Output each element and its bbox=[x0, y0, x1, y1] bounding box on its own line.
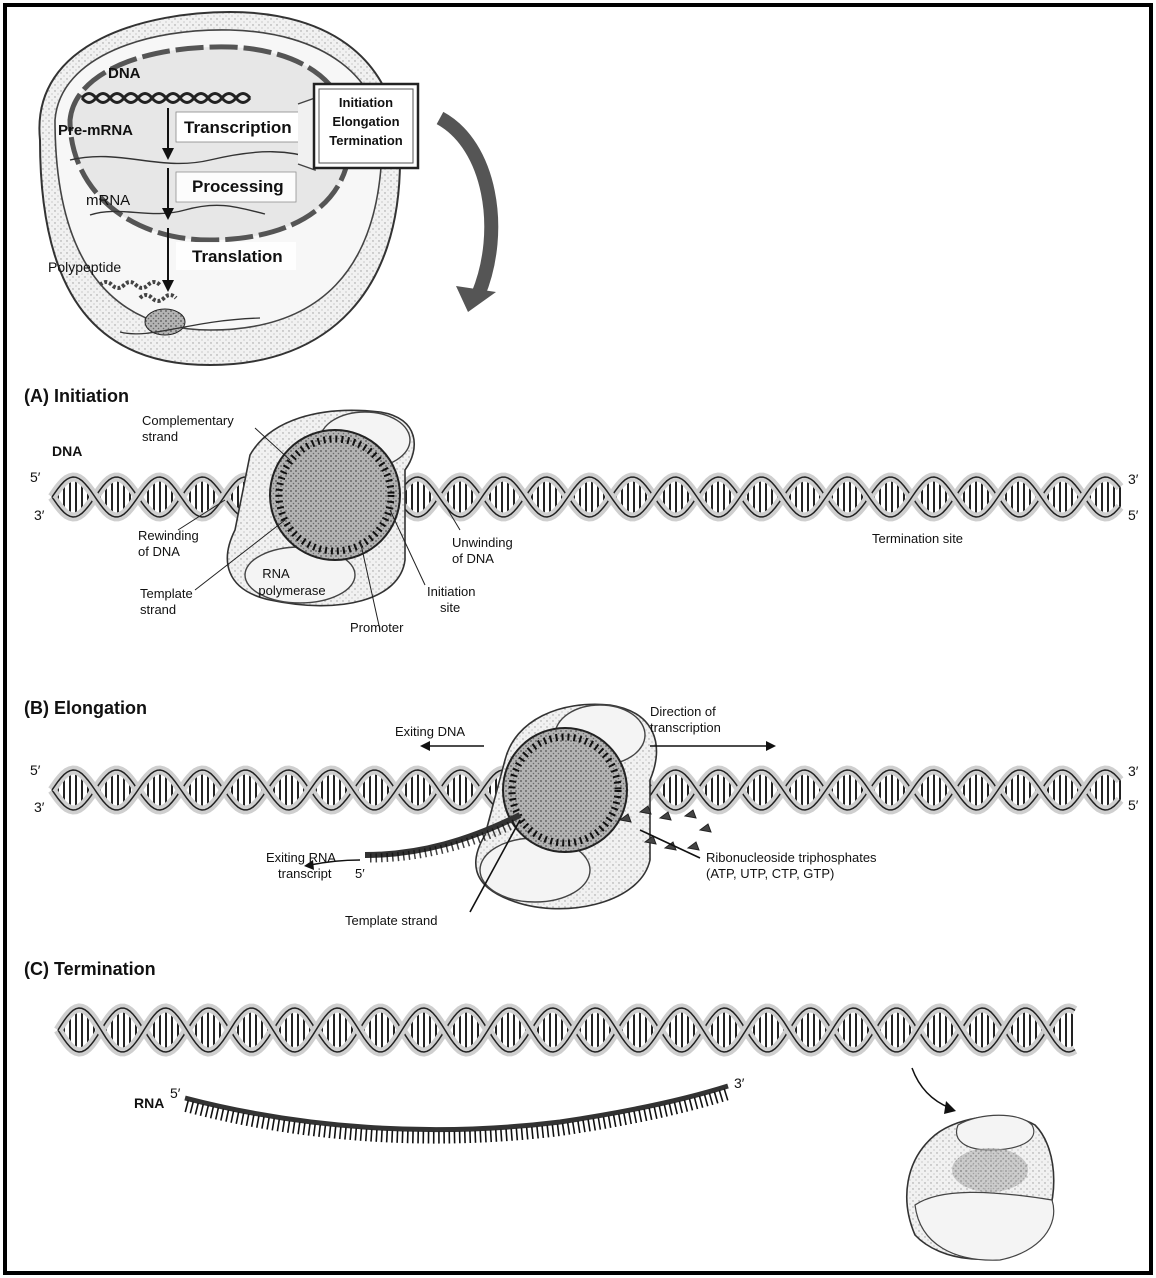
processing-step: Processing bbox=[192, 177, 284, 196]
polymerase-label-1: RNA bbox=[262, 566, 290, 581]
ntp-label-2: (ATP, UTP, CTP, GTP) bbox=[706, 866, 834, 881]
promoter-label: Promoter bbox=[350, 620, 404, 635]
template-label-2: strand bbox=[140, 602, 176, 617]
box-elongation: Elongation bbox=[332, 114, 399, 129]
a-three-left: 3′ bbox=[34, 507, 45, 523]
template-label-1: Template bbox=[140, 586, 193, 601]
ntp-label-1: Ribonucleoside triphosphates bbox=[706, 850, 877, 865]
unwinding-label-2: of DNA bbox=[452, 551, 494, 566]
a-five-left: 5′ bbox=[30, 469, 41, 485]
overview-polypeptide-label: Polypeptide bbox=[48, 259, 121, 275]
rna-label-c: RNA bbox=[134, 1095, 164, 1111]
section-b-title: (B) Elongation bbox=[24, 698, 147, 718]
direction-label-1: Direction of bbox=[650, 704, 716, 719]
c-rna-five: 5′ bbox=[170, 1085, 181, 1101]
box-initiation: Initiation bbox=[339, 95, 393, 110]
direction-label-2: transcription bbox=[650, 720, 721, 735]
template-strand-label-b: Template strand bbox=[345, 913, 438, 928]
transcription-bubble bbox=[270, 430, 400, 560]
rewinding-label-2: of DNA bbox=[138, 544, 180, 559]
unwinding-label-1: Unwinding bbox=[452, 535, 513, 550]
complementary-label-1: Complementary bbox=[142, 413, 234, 428]
initiation-site-label-2: site bbox=[440, 600, 460, 615]
b-three-right: 3′ bbox=[1128, 763, 1139, 779]
b-rna-five: 5′ bbox=[355, 866, 365, 881]
transcription-step: Transcription bbox=[184, 118, 292, 137]
overview-mrna-label: mRNA bbox=[86, 192, 130, 209]
translation-step: Translation bbox=[192, 247, 283, 266]
exiting-rna-label-2: transcript bbox=[278, 866, 332, 881]
transcription-bubble-b bbox=[503, 728, 627, 852]
b-three-left: 3′ bbox=[34, 799, 45, 815]
overview-dna-label: DNA bbox=[108, 65, 141, 82]
b-five-left: 5′ bbox=[30, 762, 41, 778]
b-five-right: 5′ bbox=[1128, 797, 1139, 813]
section-a-title: (A) Initiation bbox=[24, 386, 129, 406]
termination-site-label: Termination site bbox=[872, 531, 963, 546]
rewinding-label-1: Rewinding bbox=[138, 528, 199, 543]
complementary-label-2: strand bbox=[142, 429, 178, 444]
c-rna-three: 3′ bbox=[734, 1075, 745, 1091]
a-three-right: 3′ bbox=[1128, 471, 1139, 487]
dna-label-a: DNA bbox=[52, 443, 82, 459]
exiting-dna-label: Exiting DNA bbox=[395, 724, 465, 739]
polymerase-label-2: polymerase bbox=[258, 583, 325, 598]
a-five-right: 5′ bbox=[1128, 507, 1139, 523]
box-termination: Termination bbox=[329, 133, 402, 148]
section-c-title: (C) Termination bbox=[24, 959, 156, 979]
overview-premrna-label: Pre-mRNA bbox=[58, 122, 133, 139]
initiation-site-label-1: Initiation bbox=[427, 584, 475, 599]
exiting-rna-label-1: Exiting RNA bbox=[266, 850, 336, 865]
